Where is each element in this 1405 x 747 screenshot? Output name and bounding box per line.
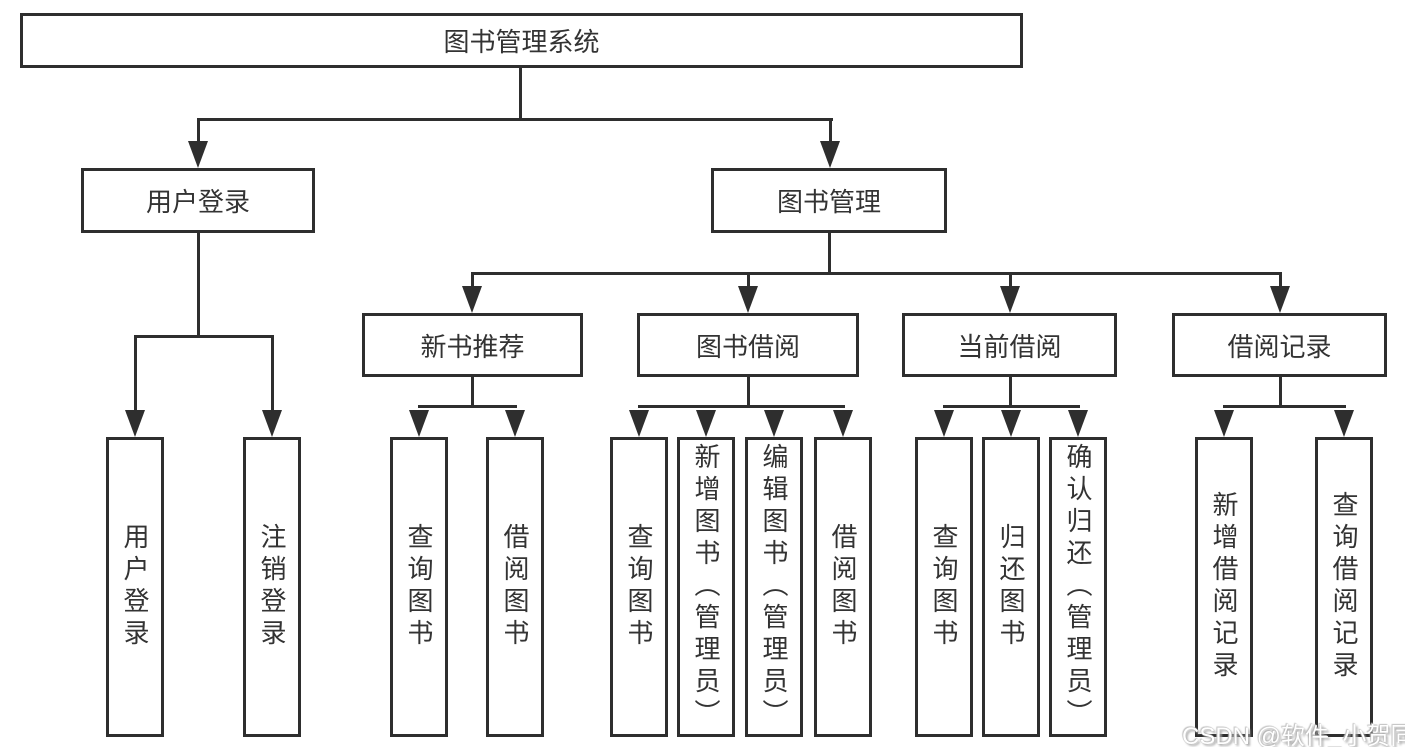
leaf-add-books-admin-label: 新增图书（管理员） (691, 443, 721, 731)
connector-line (1009, 272, 1012, 288)
connector-line (471, 376, 474, 408)
connector-line (471, 272, 474, 288)
leaf-edit-books-admin: 编辑图书（管理员） (745, 437, 803, 737)
node-new-book-recommend: 新书推荐 (362, 313, 583, 377)
leaf-logout-label: 注销登录 (257, 523, 287, 651)
leaf-add-borrow-record-label: 新增借阅记录 (1209, 491, 1239, 683)
node-borrow-records: 借阅记录 (1172, 313, 1387, 377)
leaf-return-books-label: 归还图书 (996, 523, 1026, 651)
connector-line (197, 118, 833, 121)
connector-line (197, 232, 200, 337)
leaf-query-books-3: 查询图书 (915, 437, 973, 737)
leaf-add-books-admin: 新增图书（管理员） (677, 437, 735, 737)
leaf-borrow-books-2: 借阅图书 (814, 437, 872, 737)
connector-line (1279, 376, 1282, 408)
connector-line (1009, 376, 1012, 408)
connector-line (471, 272, 1281, 275)
connector-line (134, 335, 137, 412)
leaf-query-borrow-record: 查询借阅记录 (1315, 437, 1373, 737)
arrowhead-down-icon (738, 286, 758, 313)
connector-line (638, 405, 845, 408)
arrowhead-down-icon (505, 410, 525, 437)
leaf-edit-books-admin-label: 编辑图书（管理员） (759, 443, 789, 731)
arrowhead-down-icon (1270, 286, 1290, 313)
connector-line (1223, 405, 1346, 408)
arrowhead-down-icon (1334, 410, 1354, 437)
arrowhead-down-icon (1000, 286, 1020, 313)
arrowhead-down-icon (820, 141, 840, 168)
connector-line (519, 68, 522, 121)
arrowhead-down-icon (629, 410, 649, 437)
leaf-logout: 注销登录 (243, 437, 301, 737)
leaf-query-books-1: 查询图书 (390, 437, 448, 737)
arrowhead-down-icon (462, 286, 482, 313)
arrowhead-down-icon (262, 410, 282, 437)
connector-line (1279, 272, 1282, 288)
node-user-login: 用户登录 (81, 168, 315, 233)
connector-line (418, 405, 517, 408)
leaf-user-login-label: 用户登录 (120, 523, 150, 651)
leaf-confirm-return-admin-label: 确认归还（管理员） (1063, 443, 1093, 731)
leaf-borrow-books-2-label: 借阅图书 (828, 523, 858, 651)
node-book-management-label: 图书管理 (776, 187, 881, 217)
arrowhead-down-icon (934, 410, 954, 437)
csdn-watermark: CSDN @软件_小贺同学 (1182, 723, 1405, 747)
connector-line (829, 118, 832, 146)
leaf-return-books: 归还图书 (982, 437, 1040, 737)
connector-line (271, 335, 274, 412)
arrowhead-down-icon (1068, 410, 1088, 437)
connector-line (747, 376, 750, 408)
leaf-query-books-2: 查询图书 (610, 437, 668, 737)
arrowhead-down-icon (188, 141, 208, 168)
leaf-query-books-1-label: 查询图书 (404, 523, 434, 651)
node-book-borrow-label: 图书借阅 (695, 331, 800, 362)
arrowhead-down-icon (1214, 410, 1234, 437)
node-current-borrow: 当前借阅 (902, 313, 1117, 377)
connector-line (134, 335, 274, 338)
connector-line (828, 232, 831, 275)
node-user-login-label: 用户登录 (145, 187, 250, 217)
leaf-borrow-books-1-label: 借阅图书 (500, 523, 530, 651)
connector-line (943, 405, 1080, 408)
arrowhead-down-icon (696, 410, 716, 437)
arrowhead-down-icon (1001, 410, 1021, 437)
node-new-book-recommend-label: 新书推荐 (420, 331, 525, 362)
leaf-user-login: 用户登录 (106, 437, 164, 737)
leaf-add-borrow-record: 新增借阅记录 (1195, 437, 1253, 737)
leaf-borrow-books-1: 借阅图书 (486, 437, 544, 737)
node-root: 图书管理系统 (20, 13, 1023, 68)
node-book-borrow: 图书借阅 (637, 313, 859, 377)
arrowhead-down-icon (833, 410, 853, 437)
leaf-query-borrow-record-label: 查询借阅记录 (1329, 491, 1359, 683)
connector-line (747, 272, 750, 288)
arrowhead-down-icon (125, 410, 145, 437)
leaf-query-books-3-label: 查询图书 (929, 523, 959, 651)
leaf-query-books-2-label: 查询图书 (624, 523, 654, 651)
arrowhead-down-icon (409, 410, 429, 437)
connector-line (197, 118, 200, 146)
node-root-label: 图书管理系统 (443, 27, 600, 57)
arrowhead-down-icon (764, 410, 784, 437)
node-book-management: 图书管理 (711, 168, 947, 233)
node-borrow-records-label: 借阅记录 (1227, 331, 1332, 362)
leaf-confirm-return-admin: 确认归还（管理员） (1049, 437, 1107, 737)
node-current-borrow-label: 当前借阅 (957, 331, 1062, 362)
